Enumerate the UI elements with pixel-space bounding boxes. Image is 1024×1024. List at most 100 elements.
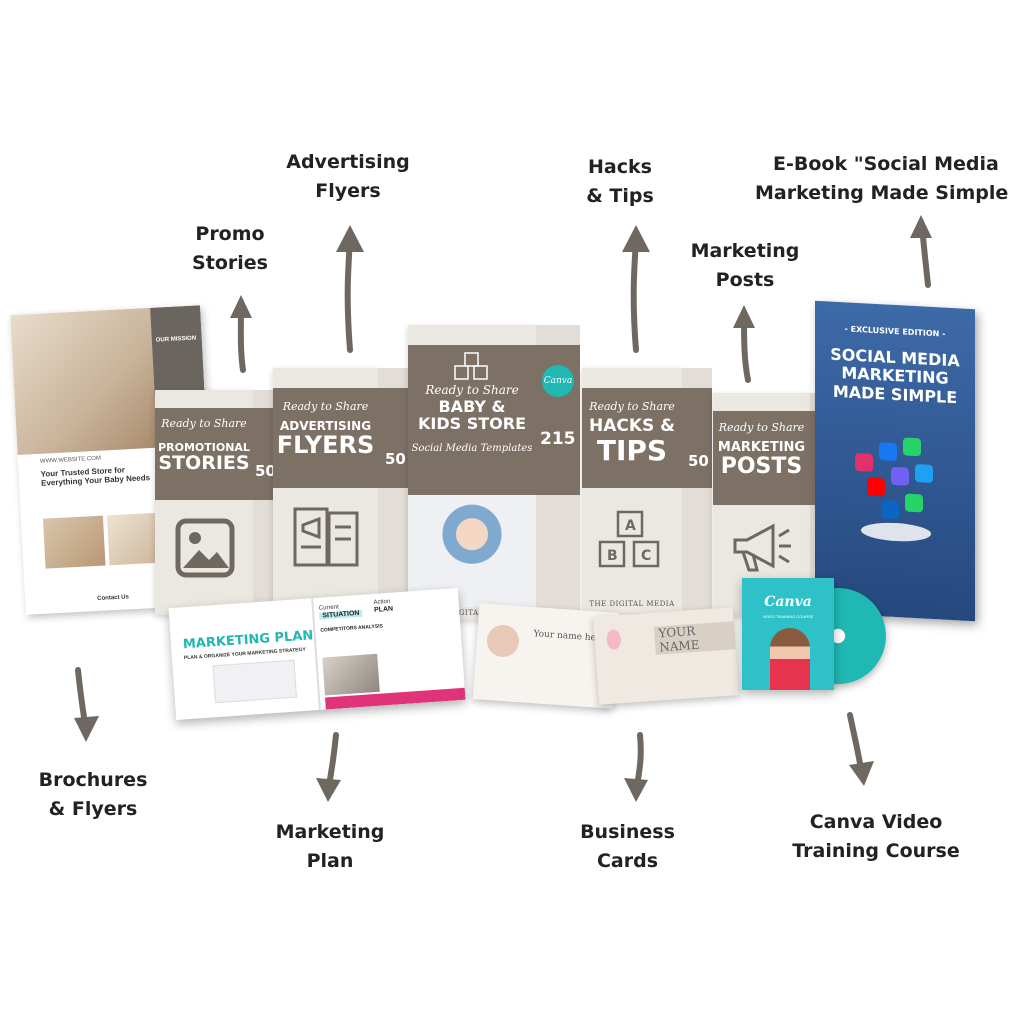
- brochure-toy-photo: [106, 512, 158, 566]
- box-title-line: BABY &: [438, 397, 506, 416]
- box-brand: THE DIGITAL MEDIA: [429, 609, 515, 617]
- box-title-line: TIPS: [596, 433, 668, 467]
- social-icon: [891, 466, 909, 486]
- ebook-cover: - EXCLUSIVE EDITION - SOCIAL MEDIA MARKE…: [815, 300, 975, 622]
- label-line: E-Book "Social Media: [773, 153, 999, 175]
- box-title-line: POSTS: [720, 453, 803, 479]
- plan-illustration: [212, 659, 297, 704]
- dvd-person: [770, 628, 810, 690]
- box-title: BABY & KIDS STORE: [408, 397, 536, 433]
- box-band: [155, 408, 275, 500]
- social-icon: [867, 477, 885, 497]
- box-count: 50: [688, 452, 709, 470]
- box-title-line: MARKETING: [717, 440, 806, 455]
- business-card-back: YOUR NAME: [593, 607, 739, 705]
- label-line: Business: [580, 821, 675, 843]
- box-title: MARKETING POSTS: [713, 441, 810, 478]
- canva-badge: Canva: [542, 365, 574, 397]
- social-icon: [855, 452, 873, 472]
- plan-situation: SITUATION: [319, 609, 363, 620]
- product-box-advertising-flyers: Ready to Share ADVERTISING FLYERS 50 THE…: [273, 368, 408, 613]
- box-script: Ready to Share: [282, 400, 369, 413]
- box-title-line: FLYERS: [276, 430, 375, 459]
- box-title-line: ADVERTISING: [279, 419, 372, 433]
- ebook-badge: - EXCLUSIVE EDITION -: [844, 324, 946, 339]
- svg-text:C: C: [641, 548, 651, 564]
- product-box-promotional-stories: Ready to Share PROMOTIONAL STORIES 50: [155, 390, 276, 615]
- svg-text:A: A: [625, 518, 636, 534]
- box-script: Ready to Share: [589, 400, 675, 413]
- arrow-up-hacks: [630, 237, 639, 353]
- plan-word: PLAN: [373, 605, 394, 614]
- box-script: Ready to Share: [425, 383, 519, 397]
- label-line: Marketing Made Simple: [755, 182, 1009, 204]
- label-line: Canva Video: [809, 811, 943, 833]
- label-line: Promo: [195, 223, 265, 245]
- dvd-subtitle: VIDEO TRAINING COURSE: [762, 614, 814, 619]
- box-brand: THE DIGITAL MEDIA: [589, 600, 675, 608]
- card-name: YOUR NAME: [653, 621, 736, 655]
- product-box-baby-kids-store: Ready to Share BABY & KIDS STORE Social …: [408, 325, 580, 620]
- brochure-site: WWW.WEBSITE.COM: [39, 455, 102, 465]
- box-title: ADVERTISING FLYERS: [273, 420, 378, 458]
- canva-badge-text: Canva: [543, 376, 573, 386]
- social-icon: [905, 493, 923, 513]
- flyer-icon: [293, 507, 359, 567]
- box-title-line: HACKS &: [588, 416, 676, 436]
- box-title-line: PROMOTIONAL: [158, 441, 250, 454]
- ebook-title: SOCIAL MEDIA MARKETING MADE SIMPLE: [815, 345, 975, 409]
- social-icon: [879, 442, 897, 462]
- label-line: Plan: [306, 850, 354, 872]
- brochure-photo: [10, 307, 158, 455]
- image-icon: [175, 518, 235, 578]
- social-icon: [881, 500, 899, 520]
- plan-action: Action: [373, 598, 391, 606]
- brochure-headline: Your Trusted Store for Everything Your B…: [40, 465, 151, 488]
- brochure-contact: Contact Us: [97, 594, 130, 603]
- label-line: Marketing: [275, 821, 385, 843]
- label-line: Hacks: [588, 156, 652, 178]
- box-band: [273, 388, 408, 488]
- box-count: 50: [385, 450, 406, 468]
- svg-text:B: B: [607, 548, 618, 564]
- label-line: Training Course: [792, 840, 960, 862]
- box-subtitle: Social Media Templates: [411, 443, 533, 454]
- abc-blocks-icon: AB C: [598, 510, 660, 568]
- label-line: & Tips: [586, 185, 654, 207]
- box-title-line: STORIES: [158, 451, 250, 474]
- canva-dvd-case: Canva VIDEO TRAINING COURSE: [742, 578, 834, 690]
- dvd-title: Canva: [764, 594, 812, 610]
- social-icon: [915, 464, 933, 483]
- megaphone-icon: [733, 523, 791, 572]
- label-brochures: Brochures & Flyers: [28, 766, 158, 824]
- marketing-plan-book: MARKETING PLAN PLAN & ORGANIZE YOUR MARK…: [168, 588, 466, 720]
- label-line: Brochures: [38, 769, 148, 791]
- box-title-line: KIDS STORE: [417, 413, 526, 433]
- box-script: Ready to Share: [161, 417, 247, 430]
- abc-blocks-icon: [454, 352, 488, 380]
- box-count: 50: [255, 462, 276, 480]
- label-line: Marketing: [690, 240, 800, 262]
- label-line: Posts: [715, 269, 775, 291]
- box-title: HACKS & TIPS: [582, 416, 682, 467]
- label-line: & Flyers: [48, 798, 138, 820]
- footprints-icon: [606, 629, 622, 651]
- label-line: Stories: [192, 252, 268, 274]
- box-script: Ready to Share: [718, 421, 805, 434]
- box-band: [582, 388, 712, 488]
- card-photo: [485, 623, 521, 659]
- social-icon: [903, 437, 921, 457]
- plan-analysis: COMPETITORS ANALYSIS: [320, 623, 384, 634]
- arrow-up-flyers: [344, 237, 353, 353]
- brochure-toy-photo: [42, 515, 106, 569]
- label-hacks-tips: Hacks & Tips: [570, 153, 670, 211]
